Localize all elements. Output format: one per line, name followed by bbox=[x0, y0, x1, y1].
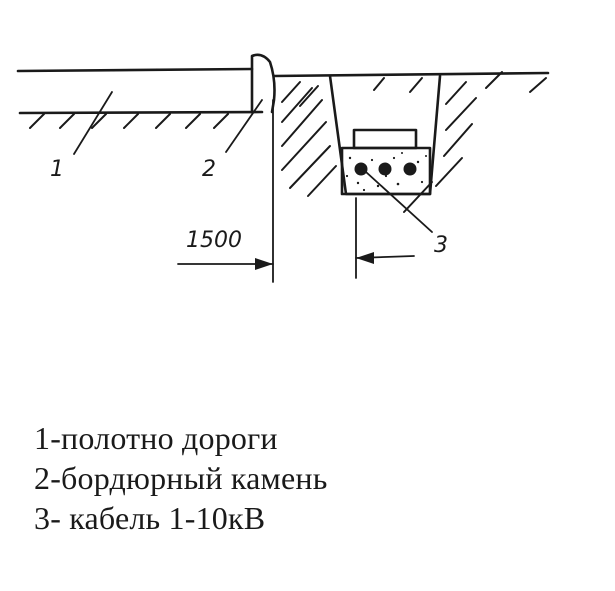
road-hatching bbox=[29, 113, 229, 129]
ground-surface bbox=[272, 71, 550, 78]
ground-hatching-right bbox=[373, 71, 547, 213]
label-road: 1 bbox=[50, 157, 64, 182]
label-cable: 3 bbox=[434, 233, 448, 258]
cable-core-1 bbox=[354, 162, 368, 176]
dimension-arrow-right bbox=[356, 252, 374, 264]
curb-stone bbox=[250, 53, 276, 114]
sand-fill bbox=[345, 152, 427, 192]
dimension-arrow-left bbox=[255, 258, 273, 270]
dimension-value: 1500 bbox=[186, 228, 242, 253]
leader-line-1 bbox=[73, 91, 113, 155]
legend: 1-полотно дороги 2-бордюрный камень 3- к… bbox=[34, 418, 328, 538]
cables bbox=[354, 162, 417, 176]
protective-slab bbox=[352, 128, 418, 150]
cable-core-3 bbox=[403, 162, 417, 176]
legend-item-road: 1-полотно дороги bbox=[34, 420, 278, 456]
dimension-1500 bbox=[177, 255, 415, 265]
legend-item-cable: 3- кабель 1-10кВ bbox=[34, 500, 266, 536]
cable-core-2 bbox=[378, 162, 392, 176]
road-surface bbox=[16, 67, 264, 115]
label-curb: 2 bbox=[202, 157, 216, 182]
legend-item-curb: 2-бордюрный камень bbox=[34, 460, 328, 496]
cable-bedding bbox=[340, 146, 432, 196]
ground-hatching-left bbox=[281, 81, 337, 197]
leader-line-3 bbox=[365, 171, 433, 233]
leader-line-2 bbox=[225, 99, 263, 153]
